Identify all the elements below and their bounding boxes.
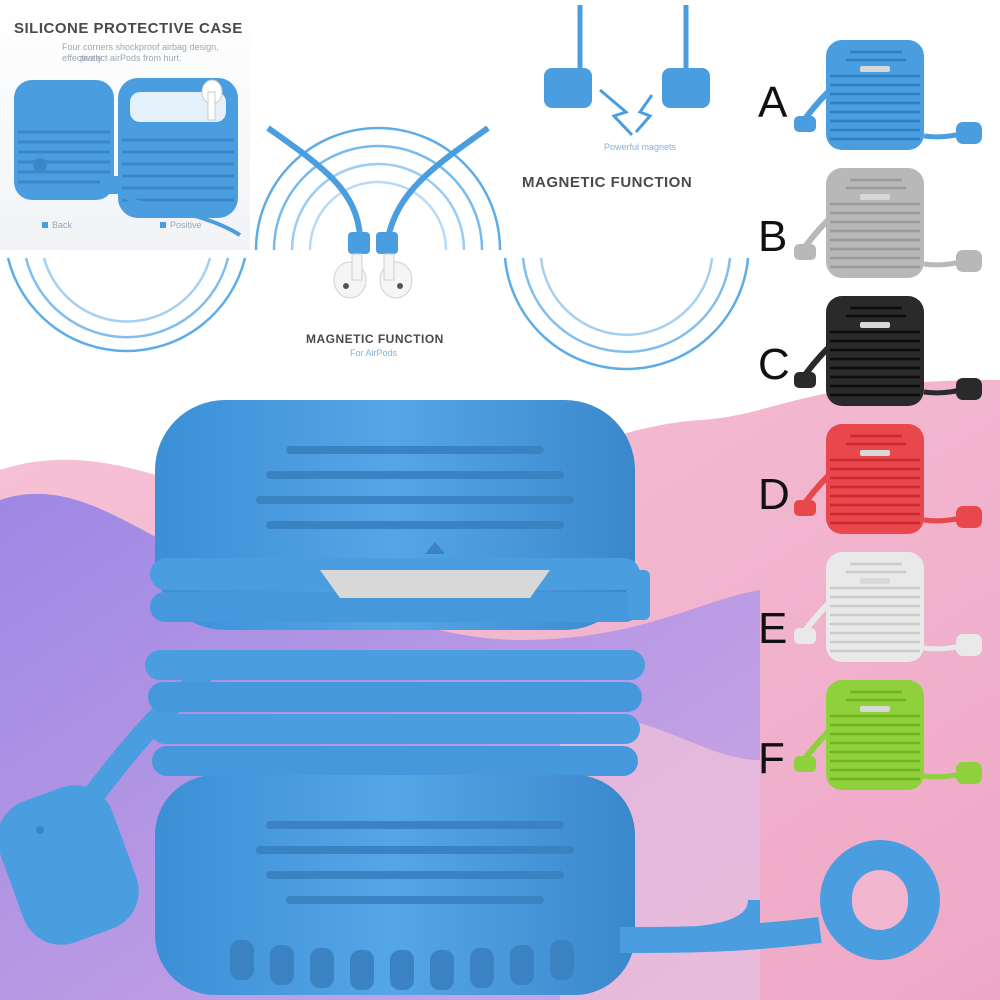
magnetic-function-subtitle: For AirPods xyxy=(350,348,398,358)
panel-title: SILICONE PROTECTIVE CASE xyxy=(14,20,243,37)
panel-subtitle: Four corners shockproof airbag design, e… xyxy=(62,42,219,63)
variant-case-a xyxy=(794,40,982,150)
variant-letter-f: F xyxy=(758,734,785,783)
strap-loop xyxy=(620,840,940,960)
variant-letter-d: D xyxy=(758,470,790,519)
variant-letter-b: B xyxy=(758,212,788,261)
magnetic-function-heading: MAGNETIC FUNCTION xyxy=(522,174,693,191)
magnetic-function-title: MAGNETIC FUNCTION xyxy=(306,332,444,346)
variant-case-f xyxy=(794,680,982,790)
variant-case-b xyxy=(794,168,982,278)
label-positive: Positive xyxy=(170,220,202,230)
panel-subtitle: protect airPods from hurt. xyxy=(80,53,182,63)
hero-case xyxy=(0,400,760,995)
variant-letter-c: C xyxy=(758,340,790,389)
variant-case-c xyxy=(794,296,982,406)
variant-cases xyxy=(794,40,982,790)
panel-silicone-case: SILICONE PROTECTIVE CASE Four corners sh… xyxy=(0,0,250,250)
bullet-icon xyxy=(42,222,48,228)
variant-case-e xyxy=(794,552,982,662)
variant-case-d xyxy=(794,424,982,534)
case-pair-illustration xyxy=(14,78,242,237)
variant-letter-a: A xyxy=(758,78,788,127)
bullet-icon xyxy=(160,222,166,228)
concentric-arcs xyxy=(6,5,750,371)
label-back: Back xyxy=(52,220,73,230)
magnets-caption: Powerful magnets xyxy=(604,142,677,152)
variant-letter-e: E xyxy=(758,604,788,653)
